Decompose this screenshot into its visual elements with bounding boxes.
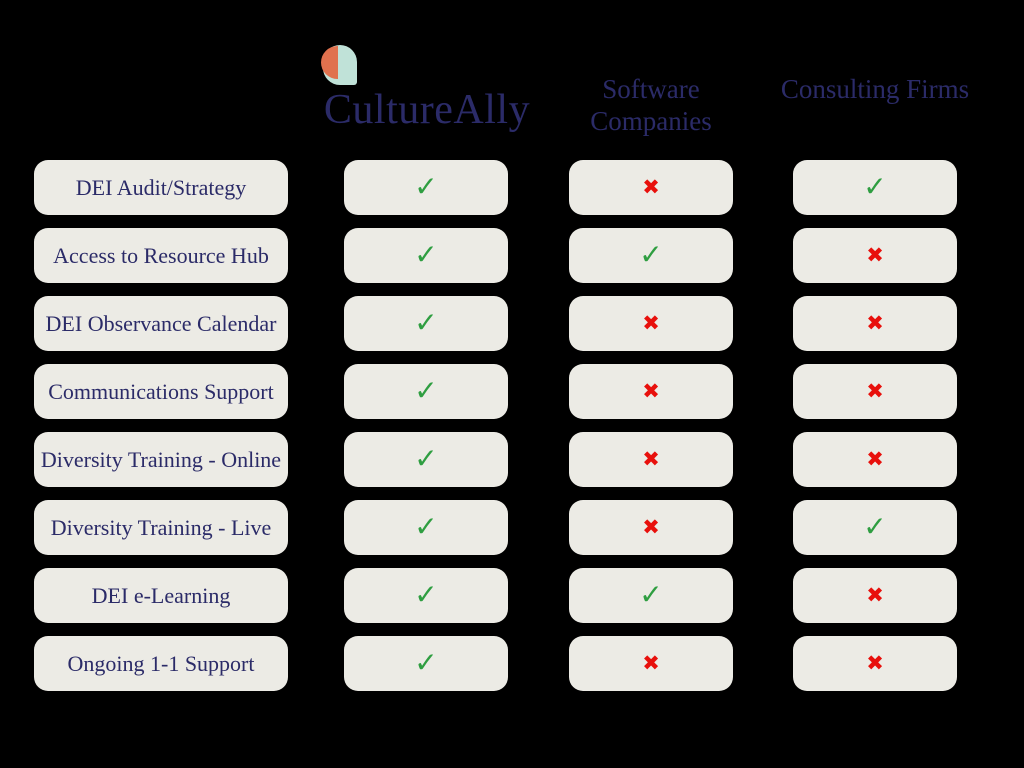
table-row: DEI Observance Calendar ✓ ✖ ✖ bbox=[0, 296, 1024, 351]
feature-label-pill: DEI e-Learning bbox=[34, 568, 288, 623]
cross-icon: ✖ bbox=[866, 651, 884, 675]
feature-label-pill: Access to Resource Hub bbox=[34, 228, 288, 283]
feature-label-pill: Communications Support bbox=[34, 364, 288, 419]
check-icon: ✓ bbox=[414, 169, 438, 203]
column-header-consulting-firms: Consulting Firms bbox=[780, 74, 970, 104]
cell-cultureally: ✓ bbox=[344, 432, 508, 487]
check-icon: ✓ bbox=[639, 237, 663, 271]
feature-label: Access to Resource Hub bbox=[53, 242, 269, 268]
feature-label-pill: Diversity Training - Online bbox=[34, 432, 288, 487]
check-icon: ✓ bbox=[414, 509, 438, 543]
cell-software-companies: ✖ bbox=[569, 432, 733, 487]
cell-cultureally: ✓ bbox=[344, 500, 508, 555]
cell-software-companies: ✖ bbox=[569, 500, 733, 555]
cross-icon: ✖ bbox=[642, 175, 660, 199]
cross-icon: ✖ bbox=[866, 447, 884, 471]
cell-software-companies: ✖ bbox=[569, 160, 733, 215]
cell-software-companies: ✖ bbox=[569, 364, 733, 419]
cell-software-companies: ✖ bbox=[569, 636, 733, 691]
table-row: Communications Support ✓ ✖ ✖ bbox=[0, 364, 1024, 419]
cell-cultureally: ✓ bbox=[344, 296, 508, 351]
feature-label-pill: Ongoing 1-1 Support bbox=[34, 636, 288, 691]
check-icon: ✓ bbox=[414, 373, 438, 407]
table-row: DEI e-Learning ✓ ✓ ✖ bbox=[0, 568, 1024, 623]
cell-cultureally: ✓ bbox=[344, 364, 508, 419]
cell-consulting-firms: ✖ bbox=[793, 296, 957, 351]
feature-label: DEI Observance Calendar bbox=[45, 310, 277, 336]
cross-icon: ✖ bbox=[642, 515, 660, 539]
column-header-software-companies: Software Companies bbox=[590, 74, 712, 136]
cell-consulting-firms: ✖ bbox=[793, 228, 957, 283]
table-row: Diversity Training - Live ✓ ✖ ✓ bbox=[0, 500, 1024, 555]
cell-software-companies: ✓ bbox=[569, 228, 733, 283]
check-icon: ✓ bbox=[414, 237, 438, 271]
check-icon: ✓ bbox=[414, 645, 438, 679]
check-icon: ✓ bbox=[414, 305, 438, 339]
feature-label: Diversity Training - Online bbox=[40, 446, 282, 472]
cell-consulting-firms: ✓ bbox=[793, 500, 957, 555]
cross-icon: ✖ bbox=[642, 447, 660, 471]
table-row: Access to Resource Hub ✓ ✓ ✖ bbox=[0, 228, 1024, 283]
check-icon: ✓ bbox=[863, 509, 887, 543]
cell-software-companies: ✖ bbox=[569, 296, 733, 351]
feature-label: Diversity Training - Live bbox=[50, 514, 272, 540]
column-header-cultureally-brand: CultureAlly bbox=[323, 87, 531, 133]
cross-icon: ✖ bbox=[866, 583, 884, 607]
check-icon: ✓ bbox=[863, 169, 887, 203]
cell-consulting-firms: ✖ bbox=[793, 432, 957, 487]
cell-cultureally: ✓ bbox=[344, 228, 508, 283]
cross-icon: ✖ bbox=[642, 651, 660, 675]
cross-icon: ✖ bbox=[866, 243, 884, 267]
feature-label: DEI e-Learning bbox=[91, 582, 231, 608]
cell-cultureally: ✓ bbox=[344, 636, 508, 691]
table-row: Ongoing 1-1 Support ✓ ✖ ✖ bbox=[0, 636, 1024, 691]
check-icon: ✓ bbox=[639, 577, 663, 611]
table-row: DEI Audit/Strategy ✓ ✖ ✓ bbox=[0, 160, 1024, 215]
cell-cultureally: ✓ bbox=[344, 160, 508, 215]
cell-consulting-firms: ✖ bbox=[793, 364, 957, 419]
cell-consulting-firms: ✓ bbox=[793, 160, 957, 215]
cross-icon: ✖ bbox=[866, 311, 884, 335]
check-icon: ✓ bbox=[414, 577, 438, 611]
cross-icon: ✖ bbox=[642, 379, 660, 403]
cell-software-companies: ✓ bbox=[569, 568, 733, 623]
cell-consulting-firms: ✖ bbox=[793, 636, 957, 691]
cell-cultureally: ✓ bbox=[344, 568, 508, 623]
table-row: Diversity Training - Online ✓ ✖ ✖ bbox=[0, 432, 1024, 487]
feature-label-pill: DEI Observance Calendar bbox=[34, 296, 288, 351]
cell-consulting-firms: ✖ bbox=[793, 568, 957, 623]
feature-label: DEI Audit/Strategy bbox=[75, 174, 247, 200]
feature-label: Ongoing 1-1 Support bbox=[67, 650, 255, 676]
feature-label-pill: DEI Audit/Strategy bbox=[34, 160, 288, 215]
feature-label: Communications Support bbox=[48, 378, 274, 404]
check-icon: ✓ bbox=[414, 441, 438, 475]
cross-icon: ✖ bbox=[866, 379, 884, 403]
cultureally-logo-orange-half-circle-icon bbox=[321, 46, 338, 79]
feature-label-pill: Diversity Training - Live bbox=[34, 500, 288, 555]
cross-icon: ✖ bbox=[642, 311, 660, 335]
